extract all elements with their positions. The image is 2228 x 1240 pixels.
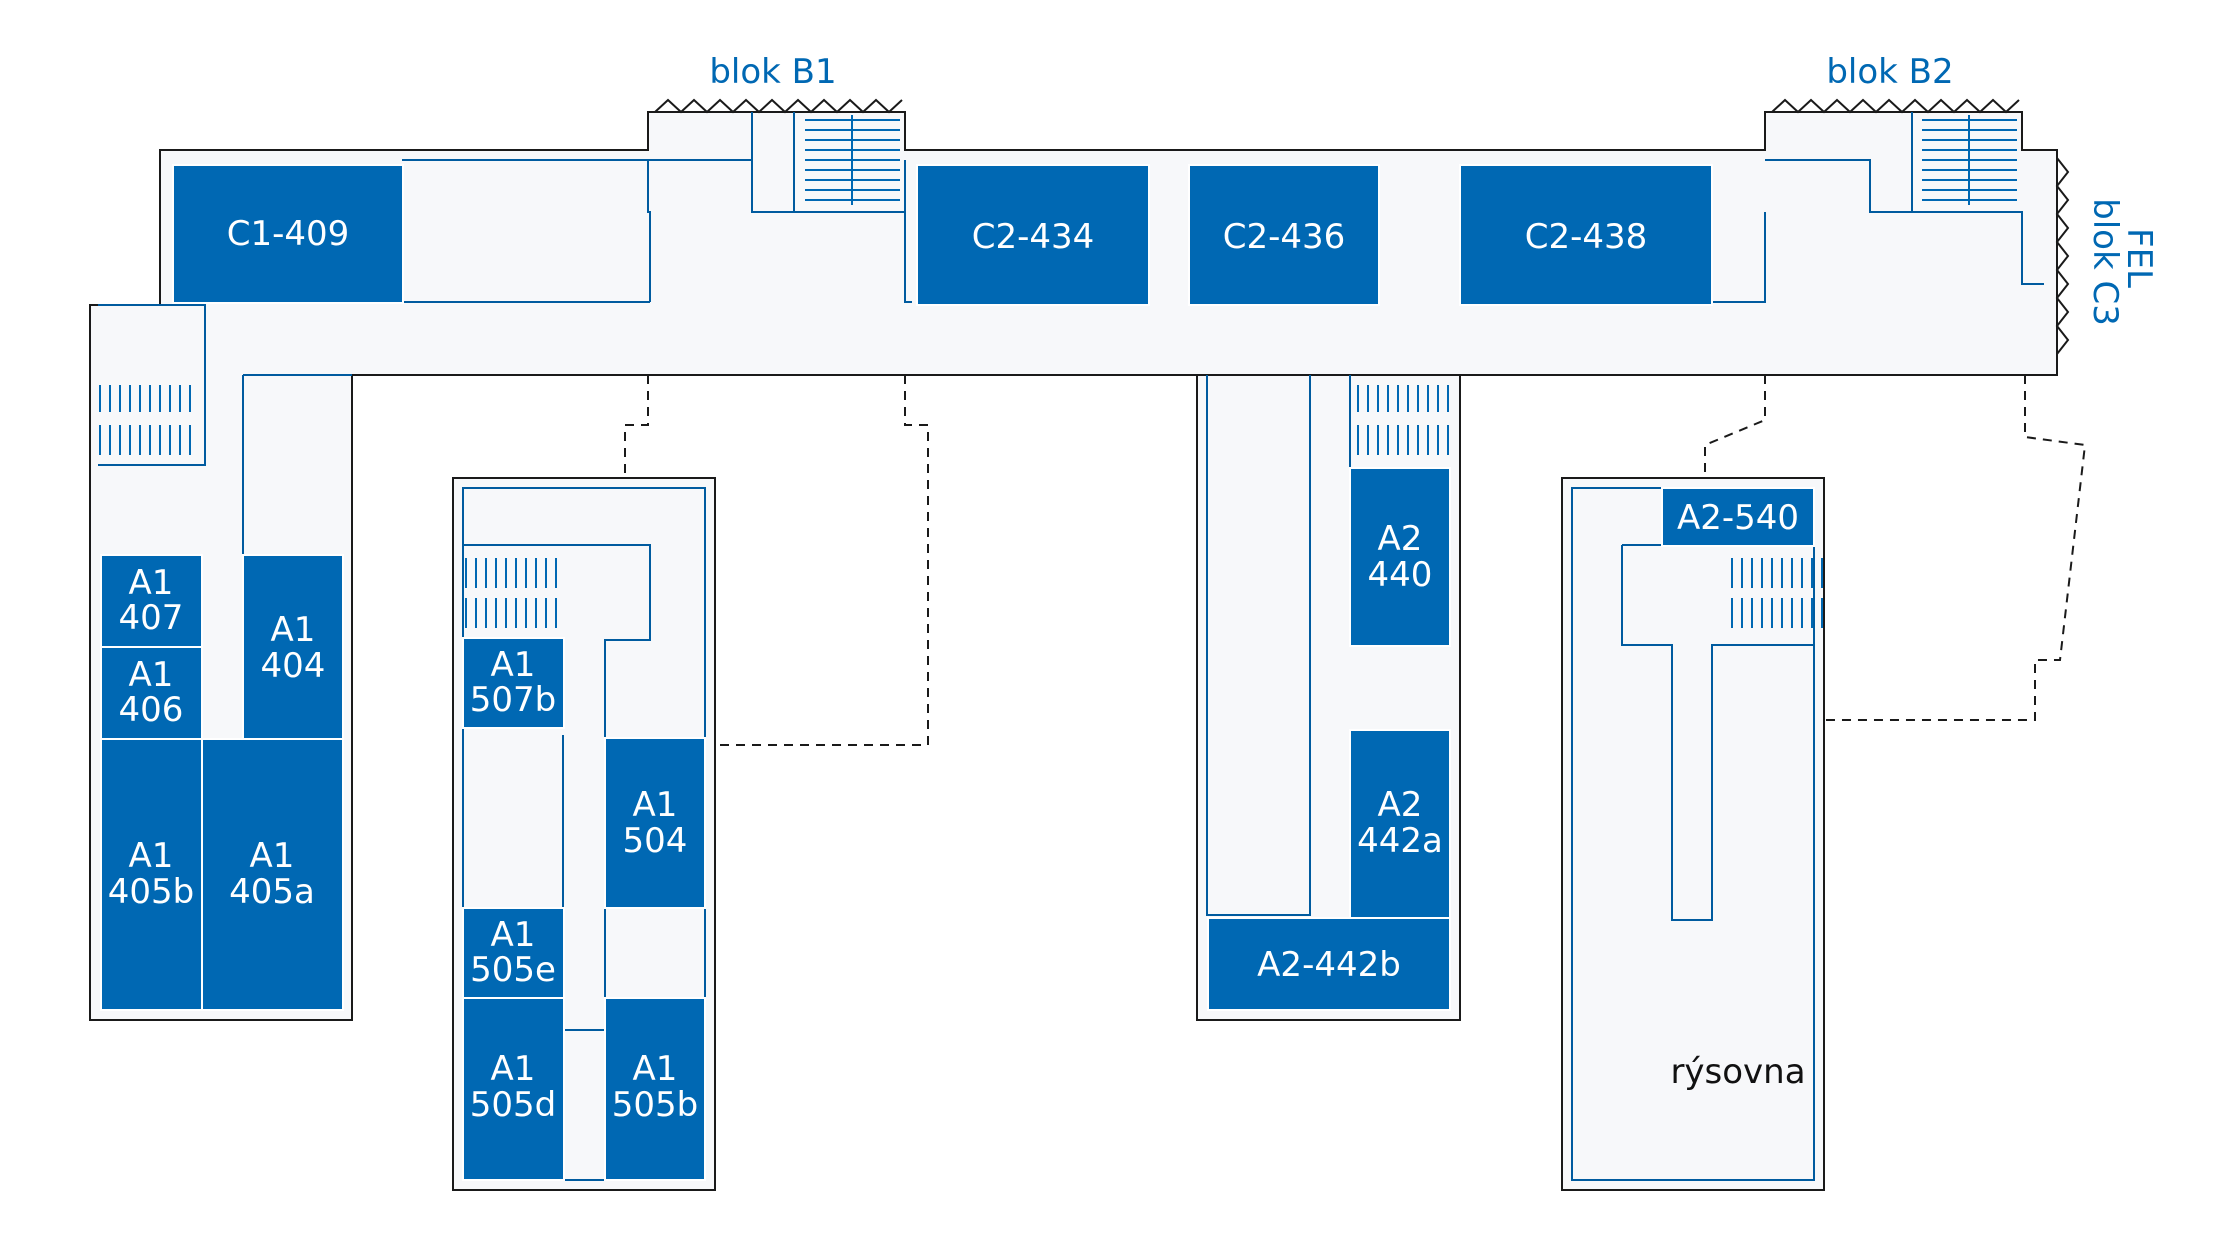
room-label: C2-436 (1223, 217, 1346, 257)
continuation-edges (654, 98, 2070, 355)
room-a1-504[interactable]: A1 504 (604, 737, 706, 909)
label-blok-c3: blok C3 (2085, 198, 2125, 326)
room-label-line1: A1 (250, 836, 295, 876)
room-label-line2: 440 (1368, 555, 1433, 595)
room-c1-409[interactable]: C1-409 (172, 164, 404, 304)
b1-continuation-edge (654, 98, 903, 114)
room-label-line2: 505e (470, 950, 556, 990)
room-a1-405a[interactable]: A1 405a (201, 738, 344, 1011)
room-label-line2: 505b (612, 1085, 698, 1125)
room-label-line1: A1 (633, 1049, 678, 1089)
stairs (99, 115, 2017, 628)
room-a1-505d[interactable]: A1 505d (462, 997, 565, 1181)
room-label-line1: A1 (271, 610, 316, 650)
room-label-line1: A1 (129, 563, 174, 603)
room-label-line2: 405a (229, 872, 315, 912)
room-label-line1: A1 (491, 915, 536, 955)
main-wing-outline (89, 111, 2058, 1021)
room-label-line1: A1 (633, 785, 678, 825)
room-label: A2-540 (1677, 498, 1799, 538)
room-label-line2: 405b (108, 872, 194, 912)
a2-500-block-outline (1561, 477, 1825, 1191)
connector-main-to-a2-500 (1704, 375, 2087, 721)
room-label: A2-442b (1257, 945, 1401, 985)
dashed-connectors (624, 375, 2087, 746)
room-a1-505e[interactable]: A1 505e (462, 907, 565, 999)
stairs-a1-400 (99, 385, 191, 455)
stairs-b1 (805, 115, 900, 205)
room-label-line1: A1 (491, 645, 536, 685)
room-label-line1: A2 (1378, 785, 1423, 825)
stairs-a1-500 (465, 558, 557, 628)
room-label-line2: 505d (470, 1085, 556, 1125)
b2-continuation-edge (1771, 98, 2020, 114)
room-a2-540[interactable]: A2-540 (1661, 487, 1815, 547)
hallway-lines (98, 112, 2044, 1181)
room-label-line2: 407 (119, 598, 184, 638)
room-label-line2: 404 (261, 646, 326, 686)
room-label: C1-409 (227, 214, 350, 254)
room-a2-440[interactable]: A2 440 (1349, 467, 1451, 647)
room-label-line1: A1 (129, 655, 174, 695)
room-a1-407[interactable]: A1 407 (100, 554, 203, 648)
stairs-b2 (1922, 115, 2017, 205)
room-label-line2: 406 (119, 690, 184, 730)
room-label: C2-438 (1525, 217, 1648, 257)
room-label-line2: 504 (623, 821, 688, 861)
room-c2-436[interactable]: C2-436 (1188, 164, 1380, 306)
room-label-line2: 442a (1357, 821, 1443, 861)
room-a1-505b[interactable]: A1 505b (604, 997, 706, 1181)
label-fel: FEL (2119, 228, 2159, 288)
connector-main-to-a1-500 (624, 375, 929, 746)
room-c2-434[interactable]: C2-434 (916, 164, 1150, 306)
room-label-rysovna[interactable]: rýsovna (1670, 1052, 1805, 1092)
room-a1-406[interactable]: A1 406 (100, 646, 203, 740)
c3-continuation-edge (2055, 157, 2070, 355)
stairs-a2-400 (1357, 385, 1449, 455)
room-a2-442b[interactable]: A2-442b (1207, 917, 1451, 1011)
room-label-line2: 507b (470, 680, 556, 720)
room-c2-438[interactable]: C2-438 (1459, 164, 1713, 306)
room-label: C2-434 (972, 217, 1095, 257)
label-blok-b1: blok B1 (709, 52, 836, 92)
room-label-line1: A1 (129, 836, 174, 876)
rooms: C1-409 C2-434 C2-436 C2-438 A1 407 A1 40… (100, 164, 1815, 1181)
block-labels: blok B1 blok B2 FEL blok C3 (709, 52, 2159, 326)
room-a1-404[interactable]: A1 404 (242, 554, 344, 740)
room-label-line1: A2 (1378, 519, 1423, 559)
room-label-line1: A1 (491, 1049, 536, 1089)
room-a1-405b[interactable]: A1 405b (100, 738, 203, 1011)
label-blok-b2: blok B2 (1826, 52, 1953, 92)
stairs-a2-500 (1731, 558, 1823, 628)
room-a1-507b[interactable]: A1 507b (462, 637, 565, 729)
room-a2-442a[interactable]: A2 442a (1349, 729, 1451, 919)
